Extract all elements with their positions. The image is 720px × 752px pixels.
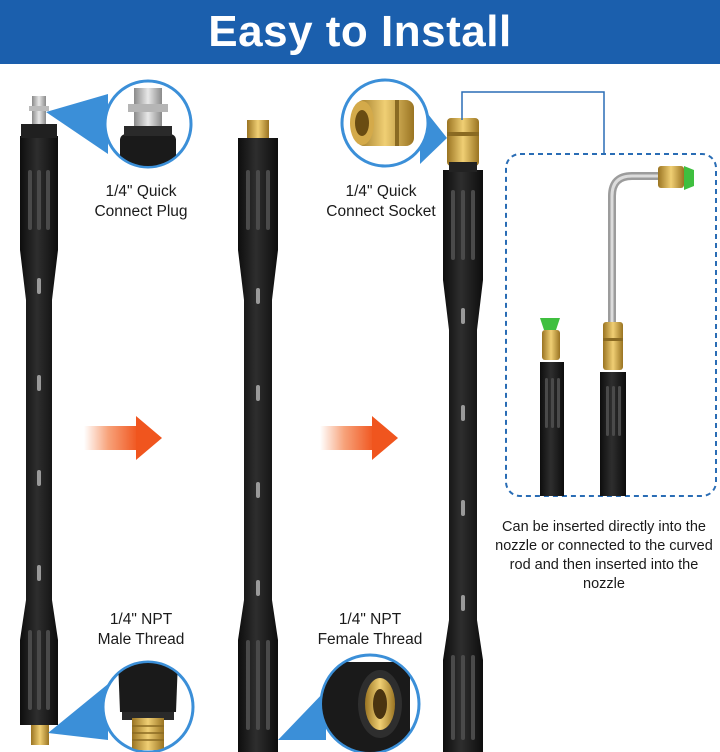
female-thread-label: 1/4" NPT Female Thread	[317, 611, 423, 648]
male-thread-label: 1/4" NPT Male Thread	[97, 611, 185, 648]
wand-1	[20, 96, 58, 745]
arrow-right-icon	[84, 416, 162, 460]
socket-label: 1/4" Quick Connect Socket	[326, 183, 436, 220]
quick-connect-plug-icon	[120, 88, 176, 166]
quick-connect-socket-icon	[350, 100, 414, 146]
usage-note: Can be inserted directly into the nozzle…	[495, 519, 713, 592]
wand-3	[443, 118, 483, 752]
wand-2	[238, 120, 278, 752]
plug-label: 1/4" Quick Connect Plug	[94, 183, 188, 220]
quick-connect-plug-callout	[46, 79, 193, 169]
inset-curved-rod-wand	[600, 166, 694, 496]
female-thread-icon	[322, 662, 410, 752]
inset-direct-nozzle-wand	[540, 318, 564, 496]
quick-connect-socket-callout	[340, 78, 447, 168]
female-thread-callout	[278, 653, 421, 752]
arrow-right-icon	[320, 416, 398, 460]
page-title: Easy to Install	[208, 7, 512, 56]
header-banner: Easy to Install	[0, 0, 720, 64]
male-thread-callout	[48, 660, 195, 752]
male-thread-icon	[118, 663, 178, 750]
